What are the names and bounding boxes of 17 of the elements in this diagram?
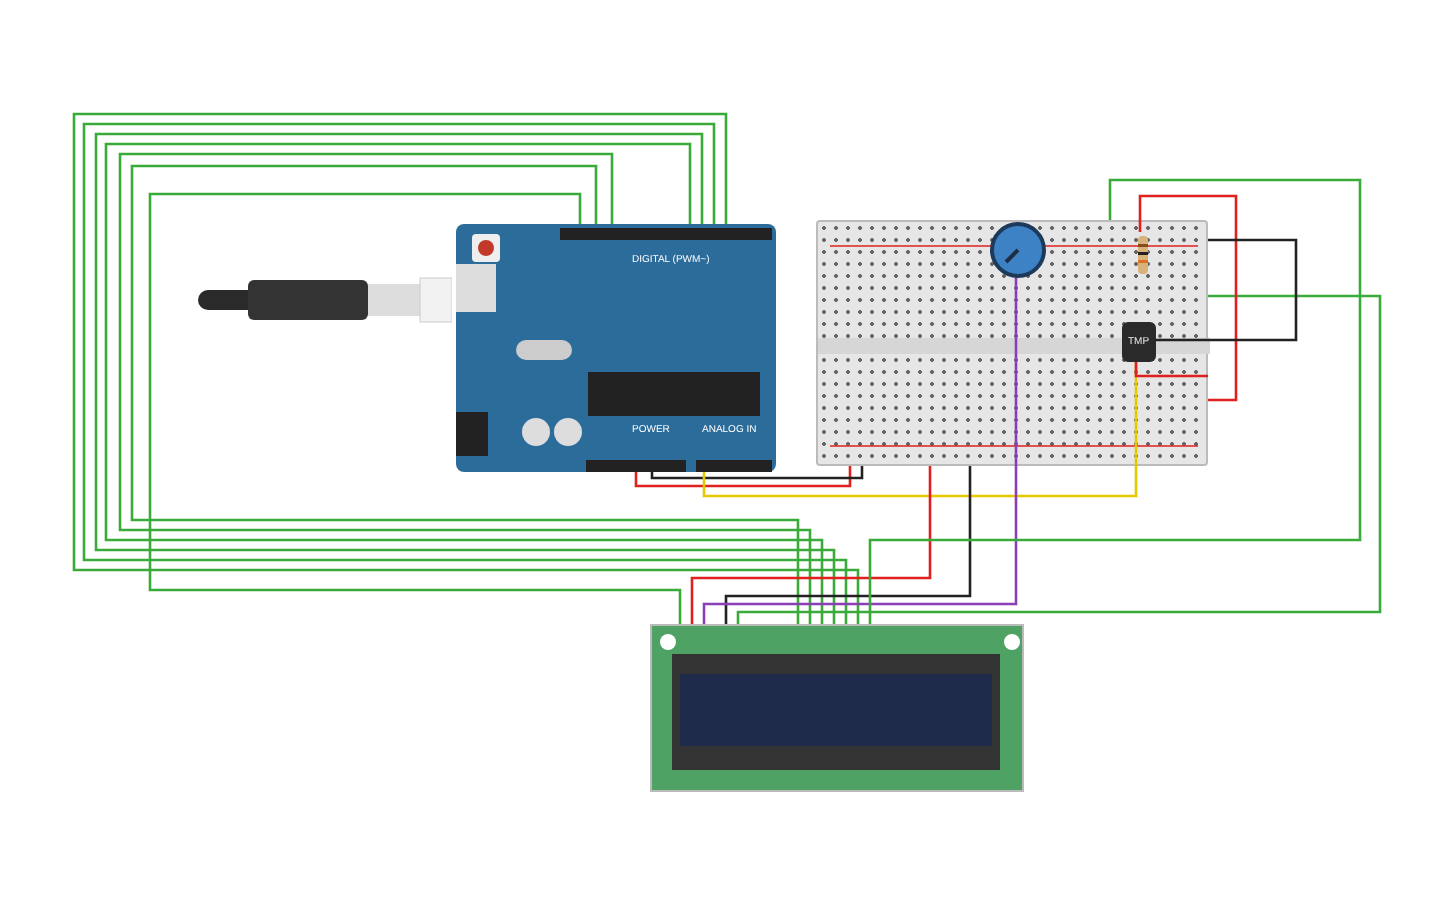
wire [724,466,972,624]
wire [148,192,682,624]
lcd-display [650,624,1024,792]
microcontroller-board [456,224,776,472]
wire [702,278,1018,624]
wire [1156,238,1298,342]
wire [634,466,852,488]
temperature-sensor [1122,322,1156,362]
wire [1138,194,1238,402]
potentiometer [990,222,1046,278]
wire [650,466,864,480]
resistor [1134,232,1152,278]
wire [690,466,932,624]
breadboard [816,220,1208,466]
wire [868,178,1362,624]
wire [736,294,1382,624]
wire [1134,362,1208,378]
